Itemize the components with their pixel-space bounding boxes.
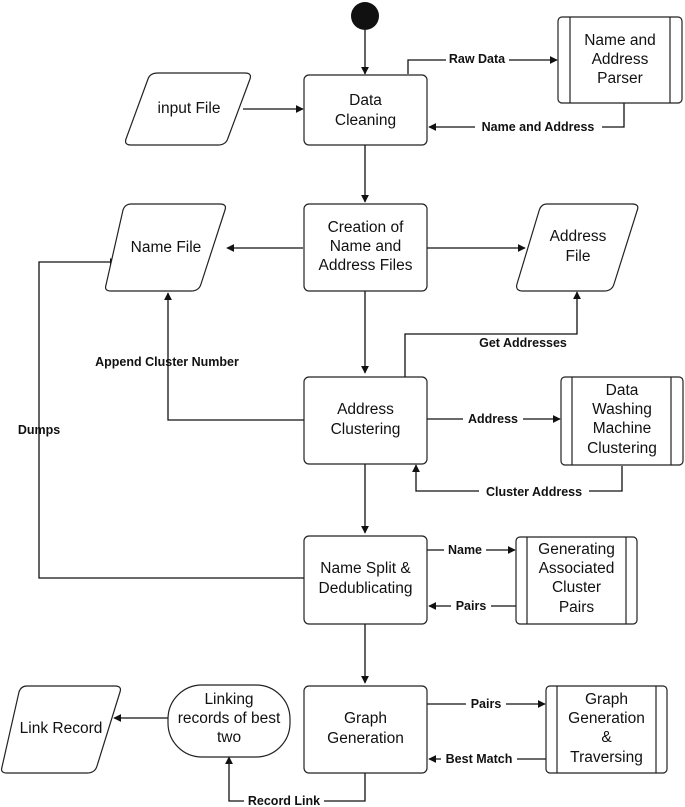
predefined-graph-traversing-line-2: Generation bbox=[568, 710, 645, 727]
edge-label-append-cluster-number: Append Cluster Number bbox=[95, 355, 239, 369]
terminal-linking-records-line-3: two bbox=[217, 729, 241, 746]
predefined-generating-pairs-line-2: Associated bbox=[539, 560, 615, 577]
data-name-file: Name File bbox=[104, 203, 227, 292]
data-link-record-label: Link Record bbox=[20, 720, 103, 737]
predefined-dwm-clustering-line-2: Washing bbox=[592, 401, 652, 418]
edge-label-pairs-in: Pairs bbox=[456, 599, 487, 613]
edge-label-address: Address bbox=[468, 412, 518, 426]
terminal-linking-records: Linking records of best two bbox=[167, 684, 291, 758]
edge-label-record-link: Record Link bbox=[248, 794, 320, 807]
predefined-generating-pairs-line-1: Generating bbox=[538, 541, 615, 558]
process-data-cleaning-line-1: Data bbox=[349, 92, 382, 109]
data-input-file: input File bbox=[124, 72, 252, 146]
data-link-record: Link Record bbox=[0, 685, 122, 774]
predefined-graph-traversing-line-3: & bbox=[601, 729, 612, 746]
predefined-graph-traversing-line-1: Graph bbox=[585, 691, 628, 708]
edge-label-pairs-out: Pairs bbox=[471, 697, 502, 711]
predefined-name-address-parser-line-2: Address bbox=[592, 51, 649, 68]
process-graph-generation-line-1: Graph bbox=[344, 710, 387, 727]
process-data-cleaning-line-2: Cleaning bbox=[335, 112, 396, 129]
predefined-dwm-clustering: Data Washing Machine Clustering bbox=[560, 376, 684, 466]
predefined-dwm-clustering-line-4: Clustering bbox=[587, 440, 657, 457]
data-address-file-line-2: File bbox=[566, 248, 591, 265]
edge-label-dumps: Dumps bbox=[18, 423, 60, 437]
start-node bbox=[351, 2, 379, 30]
process-address-clustering-line-1: Address bbox=[337, 401, 394, 418]
predefined-dwm-clustering-line-3: Machine bbox=[593, 420, 652, 437]
process-name-split-line-2: Dedublicating bbox=[319, 580, 413, 597]
data-input-file-label: input File bbox=[158, 100, 221, 117]
edge-label-get-addresses: Get Addresses bbox=[479, 336, 567, 350]
process-creation-files-line-2: Name and bbox=[330, 238, 402, 255]
predefined-name-address-parser: Name and Address Parser bbox=[557, 16, 683, 104]
process-data-cleaning: Data Cleaning bbox=[303, 74, 428, 146]
edge-get-addresses bbox=[404, 291, 581, 377]
predefined-generating-pairs-line-3: Cluster bbox=[552, 579, 601, 596]
process-graph-generation-line-2: Generation bbox=[327, 730, 404, 747]
predefined-name-address-parser-line-3: Parser bbox=[597, 70, 643, 87]
predefined-graph-traversing: Graph Generation & Traversing bbox=[545, 685, 668, 774]
terminal-linking-records-line-1: Linking bbox=[204, 691, 253, 708]
edge-append-cluster-number bbox=[164, 292, 304, 421]
edge-label-cluster-address: Cluster Address bbox=[486, 485, 582, 499]
process-address-clustering-line-2: Clustering bbox=[331, 421, 401, 438]
data-name-file-label: Name File bbox=[131, 239, 202, 256]
edge-label-best-match: Best Match bbox=[446, 752, 513, 766]
predefined-graph-traversing-line-4: Traversing bbox=[570, 749, 643, 766]
process-creation-files: Creation of Name and Address Files bbox=[303, 203, 428, 292]
predefined-generating-pairs: Generating Associated Cluster Pairs bbox=[515, 536, 638, 625]
predefined-generating-pairs-line-4: Pairs bbox=[559, 599, 595, 616]
edge-labels: Raw Data Name and Address Get Addresses … bbox=[18, 51, 602, 807]
predefined-dwm-clustering-line-1: Data bbox=[606, 382, 639, 399]
process-name-split-line-1: Name Split & bbox=[320, 560, 411, 577]
process-creation-files-line-3: Address Files bbox=[319, 257, 413, 274]
data-address-file-line-1: Address bbox=[550, 228, 607, 245]
data-address-file: Address File bbox=[516, 203, 639, 292]
process-name-split: Name Split & Dedublicating bbox=[303, 535, 428, 625]
predefined-name-address-parser-line-1: Name and bbox=[584, 32, 656, 49]
process-address-clustering: Address Clustering bbox=[303, 376, 428, 465]
edge-label-name: Name bbox=[448, 543, 482, 557]
process-graph-generation: Graph Generation bbox=[303, 685, 428, 774]
edge-label-name-and-address: Name and Address bbox=[482, 120, 595, 134]
process-creation-files-line-1: Creation of bbox=[328, 219, 405, 236]
edge-dumps bbox=[38, 258, 304, 579]
terminal-linking-records-line-2: records of best bbox=[178, 710, 281, 727]
edge-label-raw-data: Raw Data bbox=[449, 52, 506, 66]
nodes: Data Cleaning Name and Address Parser in… bbox=[0, 2, 684, 774]
